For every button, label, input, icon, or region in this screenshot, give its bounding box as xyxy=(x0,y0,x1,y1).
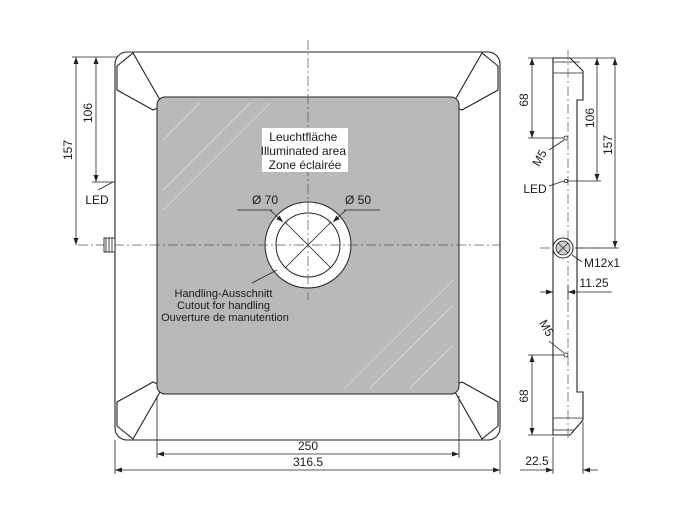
illuminated-label-en: Illuminated area xyxy=(261,144,347,158)
side-view: M5 M5 LED M12x1 68 106 157 11.25 68 xyxy=(517,50,620,474)
handling-label-de: Handling-Ausschnitt xyxy=(175,288,273,300)
front-led-label: LED xyxy=(85,193,109,207)
dim-width-316-5: 316.5 xyxy=(293,455,323,469)
m5-top-label: M5 xyxy=(529,147,550,169)
front-view: Leuchtfläche Illuminated area Zone éclai… xyxy=(61,40,501,474)
m5-hole-bottom xyxy=(563,352,569,358)
m5-hole-top xyxy=(563,135,569,141)
diameter-inner-label: Ø 50 xyxy=(345,193,371,207)
side-dim-68-top: 68 xyxy=(517,93,531,107)
dim-height-157: 157 xyxy=(61,140,75,160)
illuminated-label-box xyxy=(262,128,348,172)
connector-label: M12x1 xyxy=(584,256,620,270)
illuminated-label-de: Leuchtfläche xyxy=(269,130,337,144)
side-dim-68-bottom: 68 xyxy=(517,389,531,403)
handling-label-en: Cutout for handling xyxy=(177,300,270,312)
glass-reflection-lines xyxy=(162,102,454,389)
side-led-label: LED xyxy=(523,182,547,196)
handling-label: Handling-Ausschnitt Cutout for handling … xyxy=(161,288,289,324)
side-dim-11-25: 11.25 xyxy=(579,276,608,290)
dim-width-250: 250 xyxy=(298,439,318,453)
side-dim-106: 106 xyxy=(583,108,597,128)
dim-height-106: 106 xyxy=(81,103,95,123)
illuminated-label-fr: Zone éclairée xyxy=(269,158,342,172)
side-dim-157: 157 xyxy=(601,135,615,155)
handling-label-fr: Ouverture de manutention xyxy=(161,312,289,324)
illuminated-label: Leuchtfläche Illuminated area Zone éclai… xyxy=(261,130,350,172)
side-dim-22-5: 22.5 xyxy=(525,454,549,468)
diameter-outer-label: Ø 70 xyxy=(252,193,278,207)
side-led-dot xyxy=(564,178,569,183)
connector-plug xyxy=(103,237,116,253)
